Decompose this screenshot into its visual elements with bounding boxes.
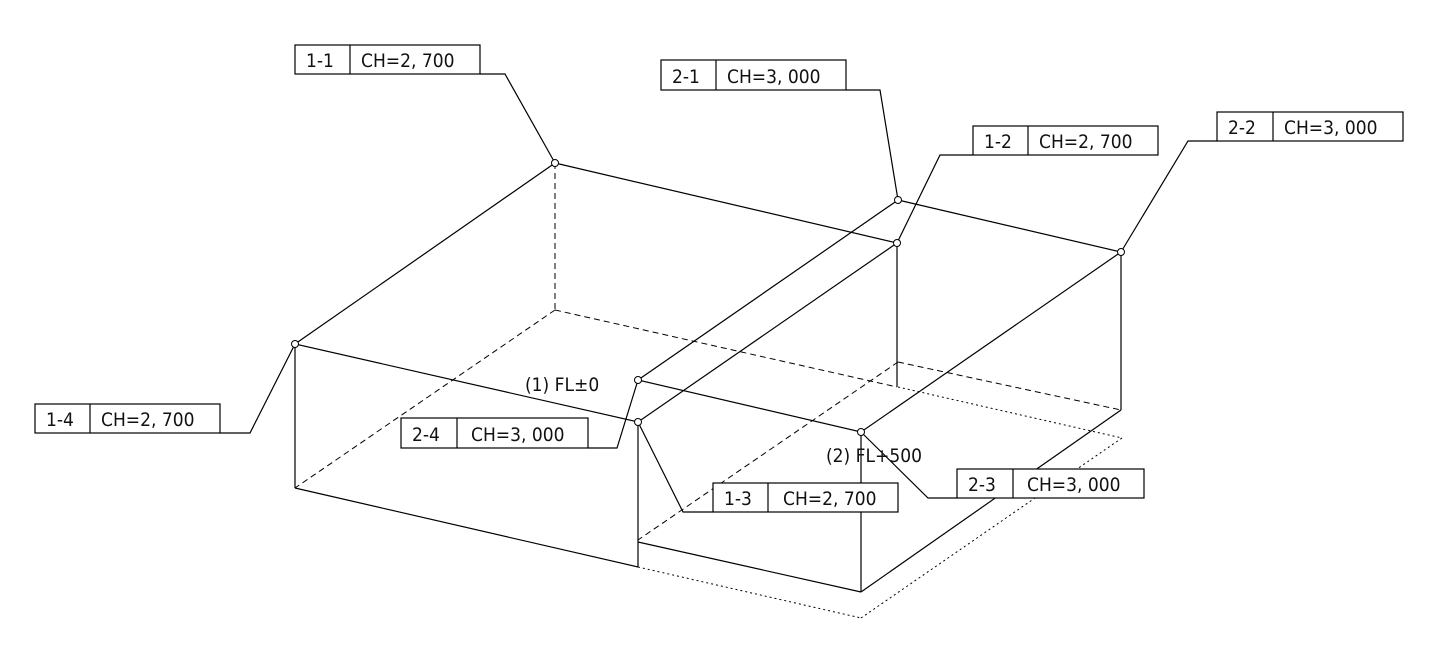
room-1-floor-label: (1) FL±0 <box>525 374 599 396</box>
tag-ceiling-height: CH=2, 700 <box>1039 131 1132 153</box>
tag-ceiling-height: CH=3, 000 <box>471 424 564 446</box>
tag-ceiling-height: CH=2, 700 <box>361 50 454 72</box>
tag-id: 1-3 <box>724 488 752 510</box>
tag-ceiling-height: CH=2, 700 <box>101 409 194 431</box>
tag-id: 1-2 <box>984 131 1012 153</box>
tag-1-4[interactable]: 1-4 CH=2, 700 <box>34 403 221 434</box>
tag-id: 1-4 <box>46 409 74 431</box>
corner-point-1-3[interactable] <box>634 418 642 426</box>
corner-points <box>291 159 1125 436</box>
tag-ceiling-height: CH=3, 000 <box>1284 117 1377 139</box>
tag-ceiling-height: CH=2, 700 <box>783 488 876 510</box>
tag-2-1[interactable]: 2-1 CH=3, 000 <box>660 59 847 91</box>
tag-id: 1-1 <box>306 50 334 72</box>
corner-point-1-4[interactable] <box>291 340 299 348</box>
room-2-floor-label: (2) FL+500 <box>826 445 922 467</box>
corner-point-1-1[interactable] <box>551 159 559 167</box>
tag-ceiling-height: CH=3, 000 <box>727 66 820 88</box>
leader-lines <box>220 73 1217 513</box>
corner-point-2-3[interactable] <box>857 428 865 436</box>
room-2-wireframe <box>636 199 1123 619</box>
tag-id: 2-4 <box>412 424 440 446</box>
tag-1-2[interactable]: 1-2 CH=2, 700 <box>972 125 1159 156</box>
corner-point-2-4[interactable] <box>634 376 642 384</box>
tag-id: 2-3 <box>968 474 996 496</box>
tag-2-4[interactable]: 2-4 CH=3, 000 <box>400 417 589 449</box>
tag-1-3[interactable]: 1-3 CH=2, 700 <box>712 482 899 513</box>
corner-point-2-1[interactable] <box>894 196 902 204</box>
tag-id: 2-1 <box>672 66 700 88</box>
corner-point-1-2[interactable] <box>893 239 901 247</box>
tag-2-2[interactable]: 2-2 CH=3, 000 <box>1216 111 1404 142</box>
tag-ceiling-height: CH=3, 000 <box>1027 474 1120 496</box>
tag-id: 2-2 <box>1228 117 1256 139</box>
tag-2-3[interactable]: 2-3 CH=3, 000 <box>956 468 1145 499</box>
corner-point-2-2[interactable] <box>1117 248 1125 256</box>
tag-1-1[interactable]: 1-1 CH=2, 700 <box>294 44 481 75</box>
